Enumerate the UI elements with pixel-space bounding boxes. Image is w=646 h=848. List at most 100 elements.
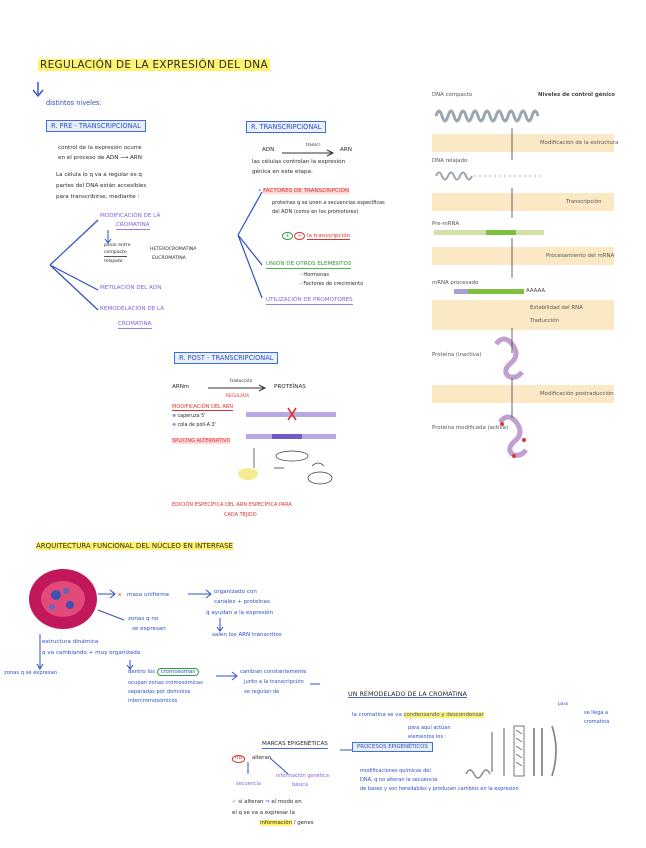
arch-change: cambian constantemente [240,669,307,675]
marks-mode4: / genes [293,820,314,826]
arch-exit: salen los ARN transcritos [212,632,282,638]
pre-line3: La célula lo q va a regular es q [56,172,142,178]
post-heading-text: R. POST - TRANSCRIPCIONAL [174,352,279,364]
fig-step4: Estabilidad del RNA [530,305,583,311]
pre-sub2: HETEROCROMATINA [150,247,197,252]
arch-dynamic2: q va cambiando + muy organizada [42,650,141,656]
trans-item1-text: FACTORES DE TRANSCRIPCIÓN [263,188,350,194]
marks-info2: básica [292,782,309,788]
pre-line5: para transcribirse, mediante : [56,194,140,200]
pre-item2: METILACIÓN DEL ADN [100,285,162,291]
remodel-l3: elementos los : [408,734,447,740]
marks-mode2: el q se va a expresar la [232,810,295,816]
mrna-cap [454,289,468,294]
fig-step45-bar [432,300,614,330]
fig-mrna-processed: mRNA procesado [432,280,479,286]
arch-zones-no2: se expresan [132,626,166,632]
post-splicing-text: SPLICING ALTERNATIVO [172,438,231,444]
right-arrow-icon [208,384,267,392]
marks-arrows [247,749,352,775]
arch-organized3: q ayudan a la expresión [206,610,274,616]
pre-mrna-strand [434,230,544,235]
arch-zones-no: zonas q no [128,616,159,622]
trans-item2-b: - Factores de crecimiento [300,281,364,287]
pre-line2: en el proceso de ADN ⟶ ARN [58,155,142,161]
post-arrow-top: traducción [230,378,253,383]
arch-heading-text: ARQUITECTURA FUNCIONAL DEL NÚCLEO EN INT… [36,542,233,550]
post-mod-title: MODIFICACIÓN DEL ARN [172,404,233,411]
remodel-l1: la cromatina se va condensando y descond… [352,712,484,718]
remodel-heading: UN REMODELADO DE LA CROMATINA [348,690,467,699]
transcriptional-heading-text: R. TRANSCRIPCIONAL [246,121,327,133]
marks-no: no [232,755,245,763]
arch-heading: ARQUITECTURA FUNCIONAL DEL NÚCLEO EN INT… [36,542,233,550]
post-mod1-text: caperuza 5' [177,414,206,419]
post-mod2: ⊕ cola de poli-A 3' [172,423,216,429]
post-proteins: PROTEÍNAS [274,384,306,390]
marks-yes-alter: ✓ si alteran ⇒ el modo en [232,799,302,805]
double-arrow-icon: ⇒ [265,799,270,805]
fig-step6: Modificación postraducción [540,391,614,397]
trans-branch-lines [237,191,263,299]
arch-x: x [118,592,122,598]
remodel-mods: modificaciones químicas del [360,768,431,774]
post-arn: ARNm [172,384,190,390]
trans-item1-l2: del ADN (como en los promotores) [272,209,359,215]
arch-no-uniform: masa uniforme [127,592,170,598]
active-protein-image [498,414,528,458]
trans-item1-l1: proteínas q se unen a secuencias específ… [272,200,385,206]
remodel-l2: para aquí actúan [408,725,451,731]
fig-step1: Modificación de la estructura [540,140,619,146]
pre-item1b: CROMATINA [116,222,150,230]
activate-icon: + [282,232,293,240]
trans-item1-l3: + − la transcripción [282,232,351,240]
fig-polya: AAAAA [526,288,546,294]
check-icon: ✓ [232,799,237,805]
intro-text: distintos niveles: [46,99,102,107]
fig-step3: Procesamiento del mRNA [546,253,615,259]
trans-item3: UTILIZACIÓN DE PROMOTORES [266,297,353,305]
trans-line2: génica en este etapa: [252,169,313,175]
page-title: REGULACIÓN DE LA EXPRESIÓN DEL DNA [38,59,270,71]
fig-step2-bar [432,193,614,211]
post-splicing: SPLICING ALTERNATIVO [172,438,231,444]
trans-item2: UNIÓN DE OTROS ELEMENTOS [266,261,352,269]
trans-arrow-over: transcr. [306,142,322,147]
arch-inside-text: dentro los [128,669,155,675]
pre-item3: REMODELACIÓN DE LA [100,306,165,312]
fig-pre-mrna: Pre-mRNA [432,221,460,227]
remodel-l1-text: la cromatina se va [352,712,402,718]
remodel-mods3: de bases y son heredables y producen cam… [360,786,519,792]
transcriptional-heading: R. TRANSCRIPCIONAL [246,121,327,133]
remodel-epigenetic: PROCESOS EPIGENÉTICOS [352,742,433,752]
marks-title: MARCAS EPIGENÉTICAS [262,741,328,749]
marks-info: información genética [276,773,329,779]
arch-inside3: separadas por dominios [128,689,191,695]
post-mod2-text: cola de poli-A 3' [177,423,216,428]
trans-arrow-left: ADN [262,147,275,153]
arch-organized: organizado con [214,589,257,595]
inactive-protein-image [494,336,524,380]
remodel-mods2: DNA, q no alteran la secuencia [360,777,438,783]
repress-icon: − [294,232,306,240]
remodel-condensing: condensando y descondensar [403,712,484,718]
trans-item2-a: - Hormonas [300,272,329,278]
right-arrow-icon [282,149,335,157]
marks-genetic: secuencia [236,781,262,787]
pretranscriptional-heading: R. PRE - TRANSCRIPCIONAL [46,120,146,132]
marks-yes-alter-text: si alteran [238,799,264,805]
fig-step3-bar [432,247,614,265]
pre-sub1b: compacto [104,250,127,257]
fig-flow-arrows [511,128,513,418]
marks-mode3-line: información / genes [260,820,314,826]
marks-mode3: información [260,820,292,826]
fig-protein-inactive: Proteína (inactiva) [432,352,482,358]
pretranscriptional-heading-text: R. PRE - TRANSCRIPCIONAL [46,120,146,132]
post-heading: R. POST - TRANSCRIPCIONAL [174,352,279,364]
fig-levels-title: Niveles de control génico [538,92,616,98]
pre-line1: control de la expresión ocurre [58,145,142,151]
relaxed-dna-image [435,171,542,181]
marks-alter: alteran [252,755,272,761]
arch-arrows [36,589,320,685]
